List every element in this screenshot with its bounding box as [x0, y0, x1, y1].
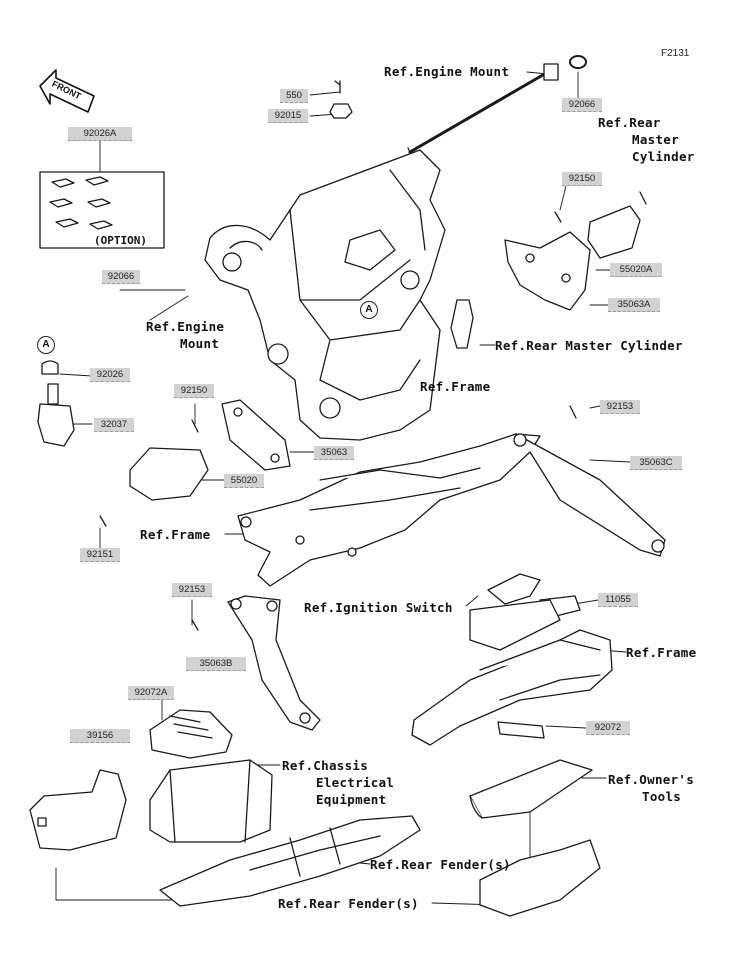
ref-owners-tools-line1: Ref.Owner's — [608, 772, 695, 787]
ref-rear-fender-bottom: Ref.Rear Fender(s) — [278, 896, 419, 911]
ref-ignition-switch: Ref.Ignition Switch — [304, 600, 453, 615]
ref-owners-tools: Ref.Owner's Tools — [608, 771, 694, 805]
part-number-55020: 55020 — [224, 474, 264, 488]
part-number-32037: 32037 — [94, 418, 134, 432]
ref-chassis-line3: Equipment — [316, 792, 387, 807]
ref-frame-left: Ref.Frame — [140, 527, 211, 542]
rear-subframe — [237, 405, 666, 587]
option-label: (OPTION) — [94, 234, 147, 247]
ref-chassis-line1: Ref.Chassis — [282, 758, 369, 773]
part-number-92153-left: 92153 — [172, 583, 212, 597]
part-number-35063B: 35063B — [186, 657, 246, 671]
part-number-92153-right: 92153 — [600, 400, 640, 414]
left-rear-rail — [191, 595, 321, 731]
part-number-35063C: 35063C — [630, 456, 682, 470]
tool-bag-assembly — [469, 721, 593, 819]
part-number-92151: 92151 — [80, 548, 120, 562]
part-number-11055: 11055 — [598, 593, 638, 607]
part-number-92015: 92015 — [268, 109, 308, 123]
main-frame — [204, 149, 446, 441]
part-number-92072A: 92072A — [128, 686, 174, 700]
ref-rear-master-cylinder-top-line2: Master — [632, 132, 679, 147]
part-number-92026A: 92026A — [68, 127, 132, 141]
ref-engine-mount-left-line1: Ref.Engine — [146, 319, 225, 334]
ref-rear-fender-mid: Ref.Rear Fender(s) — [370, 857, 511, 872]
ref-frame-right: Ref.Frame — [626, 645, 697, 660]
part-number-92066-left: 92066 — [102, 270, 140, 284]
ref-owners-tools-line2: Tools — [642, 789, 682, 804]
rear-fender — [159, 815, 601, 917]
option-kit-box — [39, 171, 165, 249]
part-number-55020A: 55020A — [610, 263, 662, 277]
front-arrow-icon — [39, 69, 95, 113]
ref-rear-master-cylinder-top: Ref.Rear Master Cylinder — [598, 114, 695, 165]
ref-rear-master-cylinder-mid: Ref.Rear Master Cylinder — [495, 338, 683, 353]
ref-rear-master-cylinder-top-line1: Ref.Rear — [598, 115, 661, 130]
part-number-92066-top: 92066 — [562, 98, 602, 112]
ref-rear-master-cylinder-top-line3: Cylinder — [632, 149, 695, 164]
part-number-92026: 92026 — [90, 368, 130, 382]
part-number-35063: 35063 — [314, 446, 354, 460]
ref-marker-a-left: A — [37, 336, 55, 354]
ref-marker-a-center: A — [360, 301, 378, 319]
part-number-92150-right: 92150 — [562, 172, 602, 186]
part-number-92150-left: 92150 — [174, 384, 214, 398]
ref-frame-center: Ref.Frame — [420, 379, 491, 394]
ref-engine-mount-top: Ref.Engine Mount — [384, 64, 510, 79]
ref-engine-mount-left: Ref.Engine Mount — [146, 318, 224, 352]
part-number-35063A: 35063A — [608, 298, 660, 312]
part-number-92072: 92072 — [586, 721, 630, 735]
left-frame-bracket — [37, 360, 291, 527]
ignition-switch-bracket — [411, 573, 613, 746]
electrical-bracket-assembly — [29, 709, 273, 851]
ref-chassis-electrical-equipment: Ref.Chassis Electrical Equipment — [282, 757, 394, 808]
part-number-39156: 39156 — [70, 729, 130, 743]
rear-master-cylinder-bracket-right — [450, 191, 647, 349]
ref-engine-mount-left-line2: Mount — [180, 336, 220, 351]
diagram-code: F2131 — [661, 48, 690, 59]
part-number-550: 550 — [280, 89, 308, 103]
ref-chassis-line2: Electrical — [316, 775, 395, 790]
